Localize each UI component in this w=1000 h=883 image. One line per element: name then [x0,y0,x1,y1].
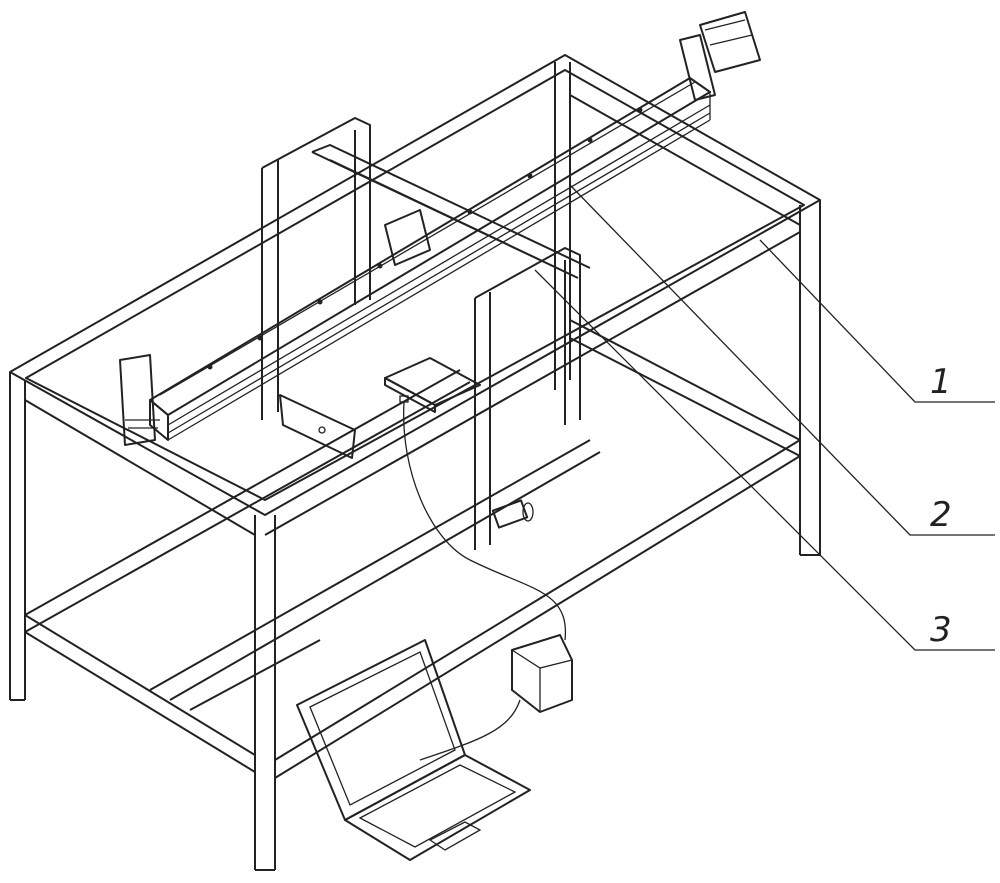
sensor [491,499,534,529]
linear-rail [119,11,761,446]
power-adapter [511,634,573,713]
label-3: 3 [930,610,952,650]
laptop [296,639,531,861]
leader-lines [534,184,995,651]
table-frame [9,54,821,871]
cable [403,401,567,761]
label-2: 2 [930,495,952,535]
bracket-plate [279,394,356,459]
label-1: 1 [930,362,952,402]
